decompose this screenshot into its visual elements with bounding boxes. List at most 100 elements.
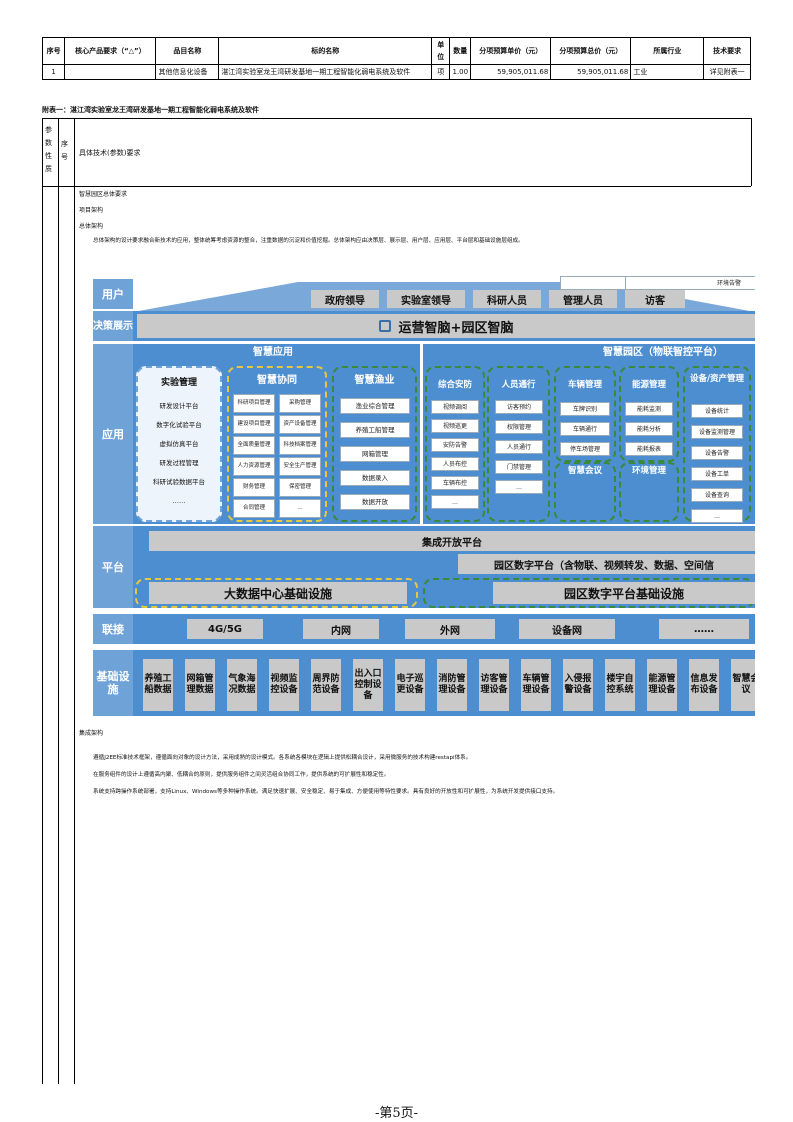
- frame-col2: [74, 118, 75, 1084]
- page-number: -第5页-: [374, 1106, 419, 1121]
- base-item: 周界防范设备: [311, 659, 341, 711]
- lab-mgmt-box: [136, 366, 222, 522]
- frame-mid: [42, 186, 751, 187]
- asset-item: 设备查询: [691, 488, 743, 502]
- security-item: 车辆布控: [431, 476, 479, 490]
- lab-mgmt-title: 实验管理: [160, 378, 197, 388]
- link-pill: 外网: [405, 619, 495, 639]
- table-row: 1 其他信息化设备 湛江湾实验室龙王湾研发基地一期工程智能化弱电系统及软件 项 …: [41, 64, 751, 80]
- list-item: 研发设计平台: [159, 402, 199, 410]
- env-box: [619, 462, 679, 522]
- base-item: 楼宇自控系统: [605, 659, 635, 711]
- collab-item: 财务管理: [233, 478, 275, 497]
- base-item: 消防管理设备: [437, 659, 467, 711]
- cell-core: [64, 64, 157, 80]
- collab-item: …: [279, 499, 321, 518]
- base-item: 气象海况数据: [227, 659, 257, 711]
- digital-infra-bar: 园区数字平台基础设施: [493, 582, 755, 604]
- asset-item: 设备工单: [691, 467, 743, 481]
- collab-item: 安全生产管理: [279, 457, 321, 476]
- collab-item: 保密管理: [279, 478, 321, 497]
- vehicle-item: 车辆通行: [560, 422, 610, 436]
- security-item: 人员布控: [431, 457, 479, 471]
- collab-item: 科技档案管理: [279, 436, 321, 455]
- asset-title: 设备/资产管理: [689, 374, 745, 384]
- server-icon: [378, 320, 391, 332]
- base-item: 信息发布设备: [689, 659, 719, 711]
- param-req: 具体技术(参数)要求: [79, 149, 141, 157]
- env-item: 环境告警: [625, 276, 755, 290]
- security-item: 安防告警: [431, 438, 479, 452]
- people-item: 人员通行: [495, 440, 543, 454]
- fishery-item: 养殖工船管理: [340, 422, 410, 438]
- env-title: 环境管理: [631, 466, 666, 476]
- layer-base: 基础设施: [93, 650, 133, 716]
- link-pill: ……: [659, 619, 749, 639]
- fishery-item: 网箱管理: [340, 446, 410, 462]
- header-total-price: 分项预算总价（元）: [550, 37, 632, 65]
- list-item: 研发过程管理: [159, 459, 199, 467]
- collab-item: 合同管理: [233, 499, 275, 518]
- base-item: 网箱管理数据: [185, 659, 215, 711]
- meeting-box: [554, 462, 616, 522]
- paragraph: 系统支持跨操作系统部署，支持Linux、Windows等多种操作系统。满足快速扩…: [93, 789, 559, 795]
- paragraph: 总体架构的设计要求融合新技术的应用，整体统筹考虑资源的整合，注重数据的沉淀和价值…: [93, 238, 524, 244]
- people-title: 人员通行: [501, 380, 536, 390]
- budget-table: 序号 核心产品要求（“△”） 品目名称 标的名称 单位 数量 分项预算单价（元）…: [41, 37, 751, 80]
- base-item: 车辆管理设备: [521, 659, 551, 711]
- fishery-item: 数据开放: [340, 494, 410, 510]
- people-item: …: [495, 480, 543, 494]
- layer-platform: 平台: [93, 526, 133, 608]
- cell-tech: 详见附表一: [703, 64, 751, 80]
- user-pill: 政府领导: [311, 290, 379, 308]
- paragraph: 遵循J2EE标准技术框架，遵循面向对象的设计方法，采用成熟的设计模式。各系统各模…: [93, 755, 472, 761]
- collab-item: 建设项目管理: [233, 415, 275, 434]
- cell-unit-price: 59,905,011.68: [470, 64, 552, 80]
- section-heading: 集成架构: [79, 730, 104, 737]
- integration-bar: 集成开放平台: [149, 531, 755, 551]
- base-item: 能源管理设备: [647, 659, 677, 711]
- vehicle-box: [554, 366, 616, 462]
- security-title: 综合安防: [437, 380, 472, 390]
- list-item: 科研试验数据平台: [153, 478, 205, 486]
- header-core: 核心产品要求（“△”）: [64, 37, 157, 65]
- base-item: 养殖工船数据: [143, 659, 173, 711]
- paragraph: 在服务组件的设计上遵循高内聚、低耦合的原则，提供服务组件之间灵活组合协同工作，提…: [93, 772, 390, 778]
- collab-item: 采购管理: [279, 394, 321, 413]
- smart-app-title: 智慧应用: [253, 347, 293, 358]
- user-pill: 访客: [625, 290, 685, 308]
- collab-item: 资产设备管理: [279, 415, 321, 434]
- list-item: 虚拟仿真平台: [159, 440, 199, 448]
- collab-box: [227, 366, 327, 522]
- list-item: 数字化试验平台: [156, 421, 202, 429]
- fishery-item: 渔业综合管理: [340, 398, 410, 414]
- energy-title: 能源管理: [631, 380, 666, 390]
- fishery-box: [332, 366, 417, 522]
- asset-item: …: [691, 509, 743, 523]
- attachment-title: 附表一：湛江湾实验室龙王湾研发基地一期工程智能化弱电系统及软件: [42, 106, 259, 114]
- cell-qty: 1.00: [449, 64, 472, 80]
- param-seq: 序号: [61, 140, 68, 161]
- asset-item: 设备监测管理: [691, 425, 743, 439]
- security-item: …: [431, 495, 479, 509]
- vehicle-item: 停车场管理: [560, 442, 610, 456]
- people-item: 门禁管理: [495, 460, 543, 474]
- collab-item: 科研项目管理: [233, 394, 275, 413]
- table-header-row: 序号 核心产品要求（“△”） 品目名称 标的名称 单位 数量 分项预算单价（元）…: [41, 37, 751, 65]
- asset-item: 设备统计: [691, 404, 743, 418]
- brain-label: 运营智脑+园区智脑: [398, 320, 514, 336]
- people-item: 权限管理: [495, 420, 543, 434]
- cell-target: 湛江湾实验室龙王湾研发基地一期工程智能化弱电系统及软件: [218, 64, 433, 80]
- energy-item: 能耗报表: [625, 442, 673, 456]
- bigdata-bar: 大数据中心基础设施: [149, 582, 407, 604]
- fishery-title: 智慧渔业: [354, 375, 395, 386]
- collab-item: 人力资源管理: [233, 457, 275, 476]
- base-item: 智慧会议: [731, 659, 755, 711]
- security-item: 视频巡更: [431, 419, 479, 433]
- header-tech: 技术要求: [703, 37, 751, 65]
- collab-item: 全面质量管理: [233, 436, 275, 455]
- cell-seq: 1: [41, 64, 66, 80]
- header-target: 标的名称: [218, 37, 433, 65]
- asset-item: 设备告警: [691, 446, 743, 460]
